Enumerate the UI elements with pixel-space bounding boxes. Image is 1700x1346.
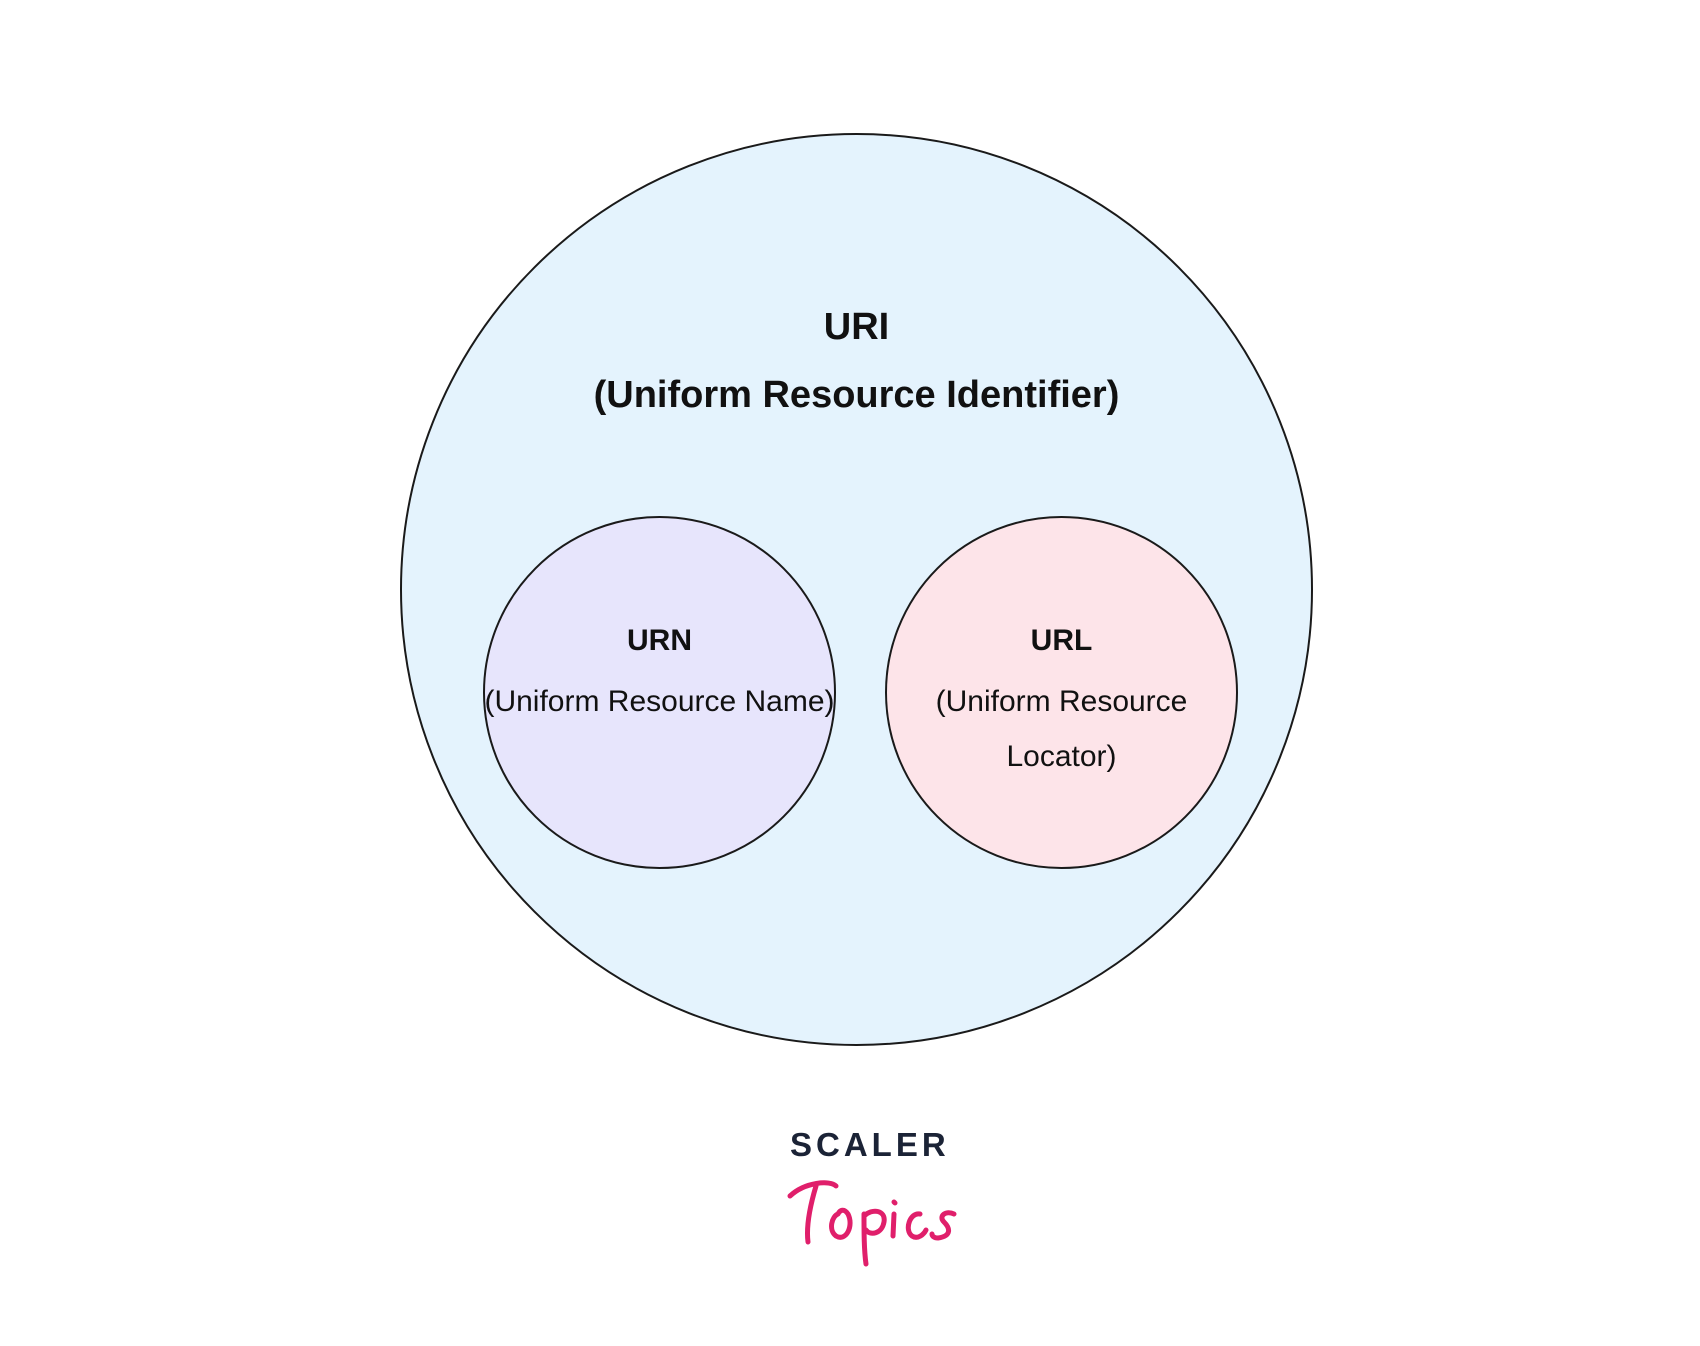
urn-circle xyxy=(483,516,836,869)
scaler-topics-logo: SCALER xyxy=(760,1128,960,1268)
uri-subtitle: (Uniform Resource Identifier) xyxy=(593,374,1120,416)
url-title: URL xyxy=(1030,624,1093,657)
url-subtitle: (Uniform Resource Locator) xyxy=(935,685,1188,773)
logo-topics-script xyxy=(787,1180,957,1267)
urn-title: URN xyxy=(627,624,692,657)
urn-subtitle: (Uniform Resource Name) xyxy=(484,685,835,718)
uri-title: URI xyxy=(823,306,890,348)
logo-scaler-text: SCALER xyxy=(790,1126,950,1163)
url-circle xyxy=(885,516,1238,869)
